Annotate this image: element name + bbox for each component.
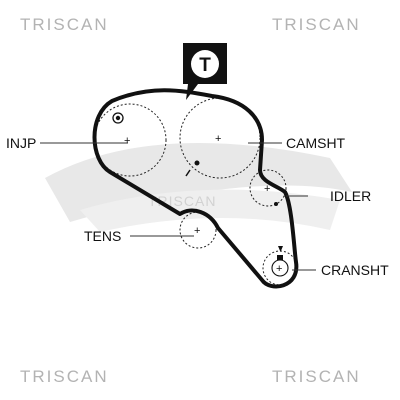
timing-belt <box>92 88 299 289</box>
label-tens: TENS <box>84 228 121 244</box>
camsht-center-mark: + <box>215 133 221 145</box>
tensioner-badge: T <box>183 43 227 100</box>
watermark-top-left: TRISCAN <box>20 15 109 34</box>
label-camsht: CAMSHT <box>286 135 346 151</box>
watermark-bottom-right: TRISCAN <box>272 367 361 386</box>
idler-marker <box>274 202 278 206</box>
cransht-center-mark: + <box>276 263 282 275</box>
idler-pulley <box>249 169 287 207</box>
injp-center-mark: + <box>124 135 130 147</box>
label-injp: INJP <box>6 135 36 151</box>
tensioner-badge-letter: T <box>199 55 211 76</box>
idler-center-mark: + <box>264 183 270 195</box>
tens-center-mark: + <box>194 225 200 237</box>
watermark-bottom-left: TRISCAN <box>20 367 109 386</box>
label-cransht: CRANSHT <box>321 262 389 278</box>
injp-timing-mark <box>112 112 124 124</box>
camshaft-timing-dot <box>194 160 200 166</box>
camshaft-timing-tick <box>185 169 191 177</box>
label-idler: IDLER <box>330 188 371 204</box>
watermark-top-right: TRISCAN <box>272 15 361 34</box>
crankshaft-timing-mark <box>271 246 289 277</box>
gates-logo <box>45 142 352 232</box>
